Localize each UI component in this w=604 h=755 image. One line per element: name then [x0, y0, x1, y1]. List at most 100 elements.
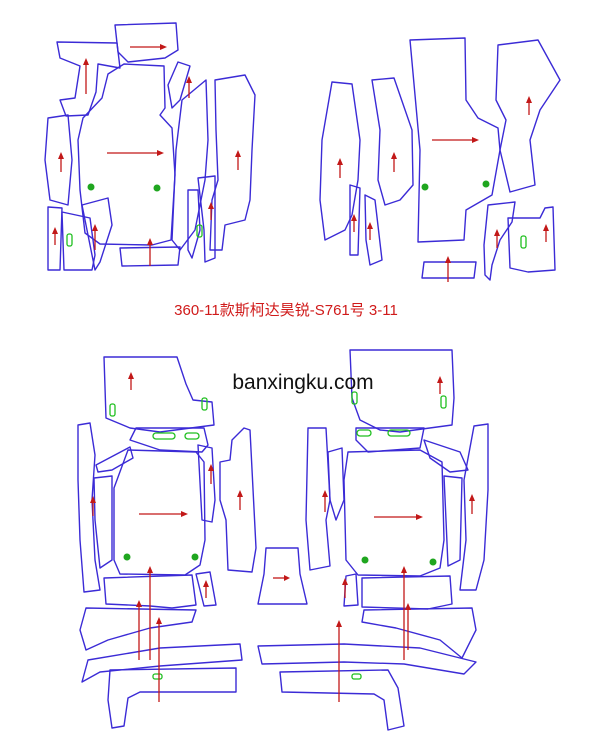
pattern-piece — [81, 197, 113, 271]
pattern-piece — [44, 114, 73, 206]
green-markers — [66, 180, 527, 680]
hole-marker — [123, 553, 131, 561]
pattern-piece — [327, 447, 345, 521]
pattern-piece — [257, 643, 477, 675]
grain-arrow-up — [351, 214, 357, 232]
pattern-piece — [197, 175, 216, 263]
grain-arrow-up — [237, 490, 243, 510]
grain-arrow-right — [273, 575, 290, 581]
pattern-title: 360-11款斯柯达昊锐-S761号 3-11 — [174, 302, 398, 319]
pattern-piece — [409, 37, 501, 243]
pattern-piece — [171, 79, 209, 251]
pattern-piece — [56, 41, 121, 117]
slot-marker — [196, 224, 203, 238]
pattern-piece — [107, 667, 237, 729]
pattern-piece — [187, 189, 201, 259]
bottom-center-pattern-group — [257, 547, 308, 605]
grain-arrow-up — [52, 227, 58, 245]
slot-marker — [66, 233, 73, 247]
pattern-piece — [77, 63, 176, 246]
grain-arrow-up — [208, 464, 214, 484]
pattern-piece — [459, 423, 489, 591]
pattern-piece — [81, 643, 243, 683]
pattern-piece — [119, 246, 181, 267]
pattern-piece — [93, 475, 113, 569]
pattern-piece — [319, 81, 361, 241]
hole-marker — [153, 184, 161, 192]
grain-arrow-up — [437, 376, 443, 394]
grain-arrow-up — [147, 566, 153, 660]
slot-marker — [152, 432, 176, 440]
pattern-piece — [443, 475, 463, 567]
grain-arrow-up — [445, 256, 451, 282]
grain-arrow-up — [92, 224, 98, 250]
hole-marker — [421, 183, 429, 191]
pattern-piece — [95, 446, 134, 473]
pattern-piece — [507, 206, 556, 273]
pattern-piece — [349, 349, 455, 433]
grain-arrow-up — [136, 600, 142, 660]
grain-arrow-up — [543, 224, 549, 242]
hole-marker — [482, 180, 490, 188]
grain-arrow-up — [336, 620, 342, 702]
pattern-piece — [167, 61, 191, 109]
bottom-right-pattern-group — [257, 349, 489, 731]
slot-marker — [351, 673, 362, 680]
pattern-piece — [343, 449, 445, 577]
slot-marker — [152, 673, 163, 680]
pattern-piece — [371, 77, 414, 206]
pattern-piece — [483, 201, 516, 281]
grain-arrow-up — [494, 229, 500, 248]
pattern-piece — [129, 427, 209, 453]
bottom-left-pattern-group — [77, 356, 257, 729]
top-right-pattern-group — [319, 37, 561, 281]
pattern-piece — [343, 573, 359, 607]
pattern-piece — [209, 74, 256, 251]
grain-arrows — [52, 44, 549, 702]
pattern-piece — [47, 206, 63, 271]
grain-arrow-up — [58, 152, 64, 172]
grain-arrow-up — [469, 494, 475, 514]
grain-arrow-up — [90, 496, 96, 516]
pattern-piece — [349, 184, 361, 256]
slot-marker — [520, 235, 527, 249]
pattern-piece — [219, 427, 257, 573]
grain-arrow-right — [374, 514, 423, 520]
grain-arrow-up — [337, 158, 343, 178]
slot-marker — [440, 395, 447, 409]
hole-marker — [191, 553, 199, 561]
pattern-piece — [305, 427, 331, 571]
grain-arrow-up — [367, 222, 373, 240]
grain-arrow-up — [203, 580, 209, 598]
grain-arrow-up — [342, 578, 348, 598]
pattern-piece — [355, 427, 425, 453]
grain-arrow-up — [391, 152, 397, 172]
pattern-piece — [197, 444, 216, 523]
pattern-piece — [113, 449, 206, 576]
grain-arrow-up — [208, 202, 214, 220]
slot-marker — [351, 391, 358, 405]
grain-arrow-up — [186, 76, 192, 98]
pattern-piece — [364, 194, 383, 266]
top-left-pattern-group — [44, 22, 256, 271]
grain-arrow-right — [107, 150, 164, 156]
pattern-piece — [79, 607, 197, 651]
slot-marker — [201, 397, 208, 411]
slot-marker — [184, 432, 200, 440]
hole-marker — [429, 558, 437, 566]
grain-arrow-up — [405, 603, 411, 650]
pattern-piece — [423, 439, 469, 473]
grain-arrow-up — [128, 372, 134, 390]
pattern-piece — [77, 422, 101, 593]
hole-marker — [361, 556, 369, 564]
pattern-piece — [195, 571, 217, 607]
slot-marker — [356, 429, 372, 437]
pattern-piece — [361, 575, 453, 610]
pattern-piece — [114, 22, 179, 63]
slot-marker — [387, 429, 411, 437]
grain-arrow-up — [322, 490, 328, 512]
grain-arrow-right — [130, 44, 167, 50]
grain-arrow-right — [139, 511, 188, 517]
